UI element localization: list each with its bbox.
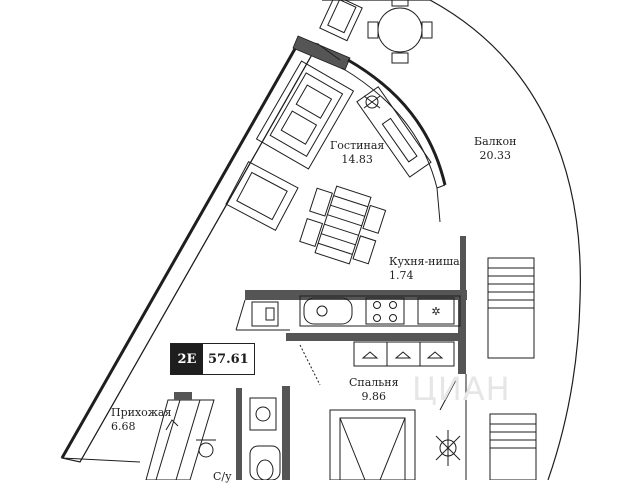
room-name: С/у [213,470,232,483]
apartment-total-area: 57.61 [203,344,254,374]
kitchen-wall [235,236,467,374]
room-name: Гостиная [330,139,385,152]
plant-living [363,95,381,109]
sun-lounger-bottom [489,413,537,480]
wardrobe [353,341,455,367]
room-name: Балкон [474,135,517,148]
room-label-bedroom: Спальня 9.86 [349,376,399,404]
room-area: 1.74 [389,269,414,282]
balcony-chair [319,0,363,42]
watermark: ЦИАН [412,370,511,408]
armchair [225,160,299,232]
svg-text:✲: ✲ [431,305,440,318]
round-table [367,0,433,64]
room-area: 14.83 [341,153,373,166]
room-area: 20.33 [479,149,511,162]
room-area: 9.86 [361,390,387,403]
room-label-hall: Прихожая 6.68 [111,406,171,434]
sun-lounger-top [487,257,535,359]
apartment-badge: 2E 57.61 [170,343,255,375]
plant-bedroom [435,430,461,466]
room-label-balcony: Балкон 20.33 [474,135,516,163]
room-name: Кухня-ниша [389,255,460,268]
dining-table [299,185,387,265]
glazing-wall [347,58,447,186]
bed [329,409,416,480]
room-label-kitchen: Кухня-ниша 1.74 [389,255,460,283]
bathroom [196,386,290,480]
room-label-living: Гостиная 14.83 [330,139,384,167]
room-name: Прихожая [111,406,172,419]
room-label-bath: С/у [213,470,232,484]
hall-storage [145,392,215,480]
sofa [255,60,355,170]
room-area: 6.68 [111,420,136,433]
kitchen-counter: ✲ [251,295,461,327]
apartment-type: 2E [171,344,203,374]
room-name: Спальня [349,376,399,389]
tv-cabinet [356,86,432,178]
balcony-outline [322,0,581,480]
